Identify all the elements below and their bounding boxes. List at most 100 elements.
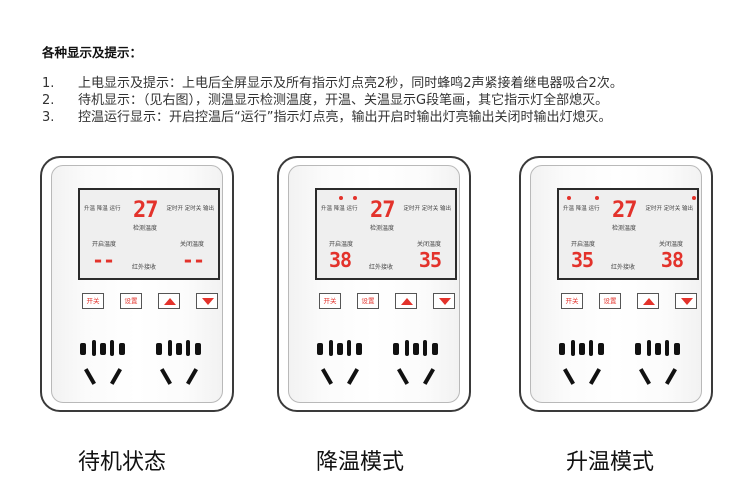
thermostat-cooling: 升温 降温 运行 定时开 定时关 输出 27 检测温度 开启温度 关闭温度 38…	[277, 156, 471, 412]
arrow-down-icon	[202, 298, 214, 305]
socket-pin	[176, 343, 182, 355]
note-number: 1.	[42, 76, 55, 91]
socket-pin	[571, 340, 575, 356]
socket-pin	[347, 340, 351, 356]
close-temp-label: 关闭温度	[416, 241, 441, 248]
socket-pin	[405, 340, 409, 356]
socket-pin	[347, 368, 359, 385]
set-button[interactable]: 设置	[599, 293, 621, 309]
lcd-screen: 升温 降温 运行 定时开 定时关 输出 27 检测温度 开启温度 关闭温度 --…	[78, 188, 220, 280]
ir-receiver-label: 红外接收	[132, 264, 157, 271]
caption-cooling: 降温模式	[316, 450, 405, 475]
power-socket-icon	[317, 338, 367, 390]
socket-pin	[665, 340, 669, 356]
power-socket-icon	[559, 338, 609, 390]
note-number: 2.	[42, 93, 55, 108]
power-socket-icon	[635, 338, 685, 390]
indicator-labels-right: 定时开 定时关 输出	[645, 206, 694, 212]
power-button[interactable]: 开关	[561, 293, 583, 309]
socket-pin	[84, 368, 96, 385]
close-temperature: 38	[660, 248, 684, 272]
cooling-indicator-icon	[339, 196, 343, 200]
note-text: 上电显示及提示：上电后全屏显示及所有指示灯点亮2秒，同时蜂鸣2声紧接着继电器吸合…	[78, 76, 623, 91]
note-text: 控温运行显示：开启控温后“运行”指示灯点亮，输出开启时输出灯亮输出关闭时输出灯熄…	[78, 110, 612, 125]
socket-pin	[195, 343, 201, 355]
down-button[interactable]	[675, 293, 697, 309]
indicator-labels-left: 升温 降温 运行	[563, 206, 600, 212]
arrow-down-icon	[439, 298, 451, 305]
device-face: 升温 降温 运行 定时开 定时关 输出 27 检测温度 开启温度 关闭温度 --…	[51, 165, 223, 403]
arrow-down-icon	[681, 298, 693, 305]
indicator-labels-right: 定时开 定时关 输出	[166, 206, 215, 212]
thermostat-heating: 升温 降温 运行 定时开 定时关 输出 27 检测温度 开启温度 关闭温度 35…	[519, 156, 713, 412]
socket-pin	[559, 343, 565, 355]
current-temperature: 27	[370, 198, 395, 223]
power-button[interactable]: 开关	[82, 293, 104, 309]
socket-pin	[674, 343, 680, 355]
socket-pin	[423, 368, 435, 385]
open-temperature: 35	[571, 248, 594, 272]
socket-pin	[413, 343, 419, 355]
socket-pin	[639, 368, 651, 385]
socket-pin	[397, 368, 409, 385]
section-heading: 各种显示及提示：	[42, 45, 143, 60]
socket-pin	[337, 343, 343, 355]
current-temperature: 27	[612, 198, 637, 223]
close-temp-label: 关闭温度	[179, 241, 204, 248]
open-temperature: --	[92, 248, 115, 272]
lcd-screen: 升温 降温 运行 定时开 定时关 输出 27 检测温度 开启温度 关闭温度 38…	[315, 188, 457, 280]
ir-receiver-label: 红外接收	[369, 264, 394, 271]
socket-pin	[589, 368, 601, 385]
note-number: 3.	[42, 110, 55, 125]
open-temp-label: 开启温度	[571, 241, 596, 248]
note-line-2: 2. 待机显示：（见右图），测温显示检测温度，开温、关温显示G段笔画，其它指示灯全…	[42, 89, 608, 108]
socket-pin	[119, 343, 125, 355]
socket-pin	[423, 340, 427, 356]
power-button[interactable]: 开关	[319, 293, 341, 309]
up-button[interactable]	[158, 293, 180, 309]
arrow-up-icon	[643, 298, 655, 305]
socket-pin	[160, 368, 172, 385]
socket-pin	[321, 368, 333, 385]
socket-pin	[635, 343, 641, 355]
lcd-screen: 升温 降温 运行 定时开 定时关 输出 27 检测温度 开启温度 关闭温度 35…	[557, 188, 699, 280]
socket-pin	[110, 368, 122, 385]
socket-pin	[329, 340, 333, 356]
socket-pin	[393, 343, 399, 355]
open-temperature: 38	[329, 248, 352, 272]
socket-pin	[655, 343, 661, 355]
ir-receiver-label: 红外接收	[611, 264, 636, 271]
socket-pin	[356, 343, 362, 355]
down-button[interactable]	[196, 293, 218, 309]
arrow-up-icon	[164, 298, 176, 305]
close-temperature: 35	[418, 248, 442, 272]
heating-indicator-icon	[567, 196, 571, 200]
set-button[interactable]: 设置	[120, 293, 142, 309]
down-button[interactable]	[433, 293, 455, 309]
up-button[interactable]	[637, 293, 659, 309]
caption-heating: 升温模式	[566, 450, 655, 475]
device-face: 升温 降温 运行 定时开 定时关 输出 27 检测温度 开启温度 关闭温度 35…	[530, 165, 702, 403]
set-button[interactable]: 设置	[357, 293, 379, 309]
open-temp-label: 开启温度	[329, 241, 354, 248]
socket-pin	[168, 340, 172, 356]
socket-pin	[665, 368, 677, 385]
detect-temp-label: 检测温度	[370, 225, 395, 232]
current-temperature: 27	[133, 198, 158, 223]
device-face: 升温 降温 运行 定时开 定时关 输出 27 检测温度 开启温度 关闭温度 38…	[288, 165, 460, 403]
up-button[interactable]	[395, 293, 417, 309]
caption-standby: 待机状态	[78, 450, 167, 475]
indicator-labels-left: 升温 降温 运行	[321, 206, 358, 212]
note-text: 待机显示：（见右图），测温显示检测温度，开温、关温显示G段笔画，其它指示灯全部熄…	[78, 93, 609, 108]
socket-pin	[589, 340, 593, 356]
socket-pin	[186, 368, 198, 385]
thermostat-standby: 升温 降温 运行 定时开 定时关 输出 27 检测温度 开启温度 关闭温度 --…	[40, 156, 234, 412]
close-temp-label: 关闭温度	[658, 241, 683, 248]
socket-pin	[432, 343, 438, 355]
brand-logo-fragment	[608, 0, 688, 4]
power-socket-icon	[80, 338, 130, 390]
arrow-up-icon	[401, 298, 413, 305]
detect-temp-label: 检测温度	[612, 225, 637, 232]
socket-pin	[579, 343, 585, 355]
socket-pin	[317, 343, 323, 355]
